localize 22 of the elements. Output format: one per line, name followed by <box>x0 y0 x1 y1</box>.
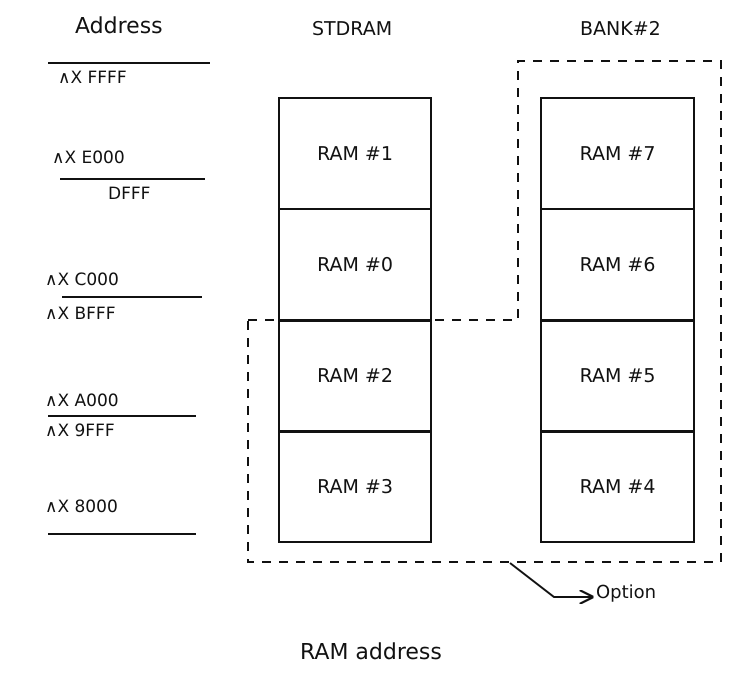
memory-block: RAM #1 <box>278 97 432 210</box>
address-label: ∧X A000 <box>45 391 119 411</box>
address-label: ∧X FFFF <box>58 68 127 88</box>
column-heading: BANK#2 <box>580 18 661 40</box>
memory-block: RAM #5 <box>540 320 695 432</box>
address-label: ∧X E000 <box>52 148 125 168</box>
option-label: Option <box>596 582 656 603</box>
address-label: ∧X C000 <box>45 270 119 290</box>
memory-block: RAM #3 <box>278 431 432 543</box>
address-label: ∧X 8000 <box>45 497 118 517</box>
address-label: ∧X 9FFF <box>45 421 115 441</box>
memory-block: RAM #2 <box>278 320 432 432</box>
memory-block: RAM #6 <box>540 208 695 321</box>
memory-block: RAM #4 <box>540 431 695 543</box>
memory-block: RAM #7 <box>540 97 695 210</box>
address-label: DFFF <box>108 184 150 204</box>
memory-block: RAM #0 <box>278 208 432 321</box>
address-label: ∧X BFFF <box>45 304 116 324</box>
column-heading: Address <box>75 14 163 39</box>
caption: RAM address <box>300 640 442 665</box>
leader-arrow <box>509 562 595 606</box>
column-heading: STDRAM <box>312 18 392 40</box>
